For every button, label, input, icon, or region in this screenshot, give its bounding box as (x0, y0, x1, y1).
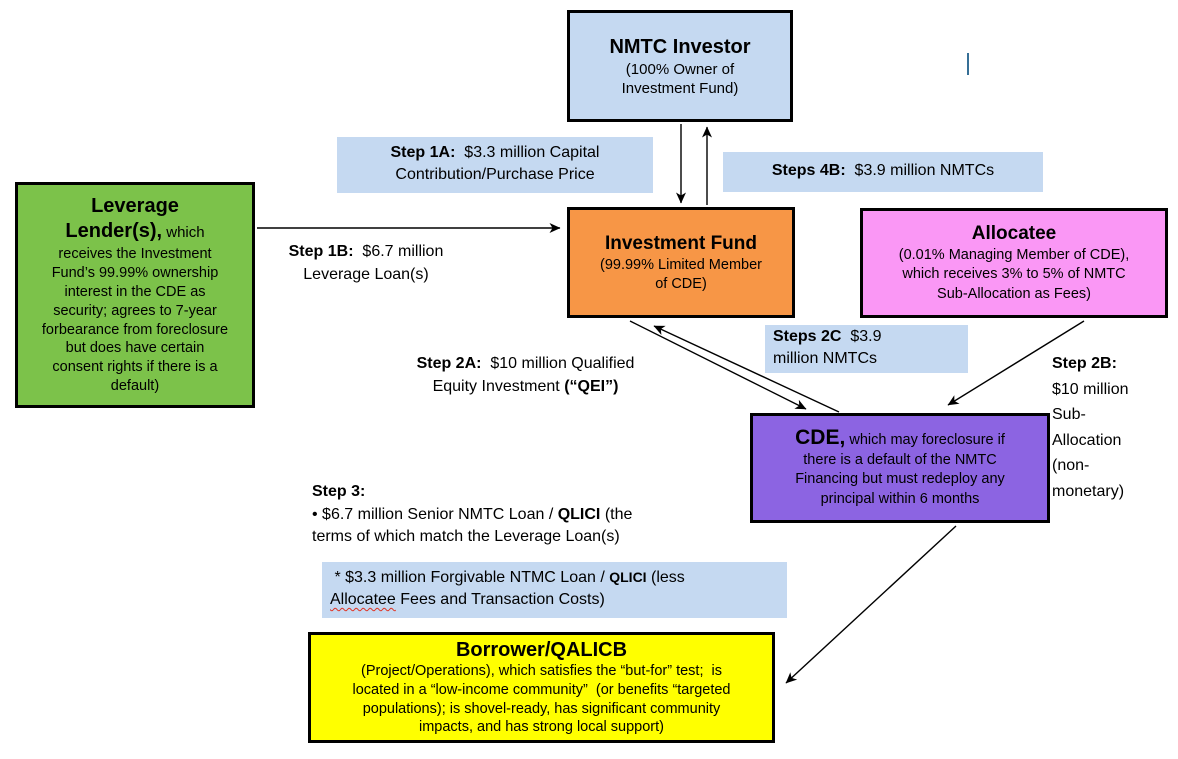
arrow-qlici-loans (785, 525, 957, 684)
nmtc-investor-body: (100% Owner of Investment Fund) (621, 60, 739, 98)
leverage-lender-title-line1: Leverage (91, 195, 179, 218)
allocatee-title: Allocatee (971, 222, 1057, 244)
investment-fund-title: Investment Fund (604, 233, 757, 254)
step-2a-label: Step 2A: $10 million Qualified Equity In… (416, 355, 635, 395)
step-3-label: Step 3: • $6.7 million Senior NMTC Loan … (312, 483, 633, 545)
leverage-lender-body: receives the Investment Fund’s 99.99% ow… (41, 246, 229, 394)
nmtc-investor-title: NMTC Investor (609, 35, 751, 58)
step-2b-label: Step 2B: $10 million Sub- Allocation (no… (1052, 355, 1129, 500)
investment-fund-body: (99.99% Limited Member of CDE) (600, 257, 762, 292)
cde-box: CDE, which may foreclosure if there is a… (750, 413, 1050, 523)
nmtc-investor-box: NMTC Investor (100% Owner of Investment … (567, 10, 793, 122)
cde-text: CDE, which may foreclosure if there is a… (795, 426, 1005, 507)
borrower-qalicb-body: (Project/Operations), which satisfies th… (352, 663, 731, 736)
investment-fund-box: Investment Fund (99.99% Limited Member o… (567, 207, 795, 318)
steps-4b-label: Steps 4B: $3.9 million NMTCs (723, 152, 1043, 192)
borrower-qalicb-box: Borrower/QALICB (Project/Operations), wh… (308, 632, 775, 743)
borrower-qalicb-title: Borrower/QALICB (455, 639, 628, 662)
allocatee-box: Allocatee (0.01% Managing Member of CDE)… (860, 208, 1168, 318)
leverage-lender-title-line2: Lender(s), which (65, 220, 205, 243)
leverage-lender-box: Leverage Lender(s), which receives the I… (15, 182, 255, 408)
allocatee-body: (0.01% Managing Member of CDE), which re… (898, 246, 1130, 302)
steps-2c-label: Steps 2C $3.9 million NMTCs (765, 325, 968, 373)
step-3-forgivable-loan-label: * $3.3 million Forgivable NTMC Loan / QL… (322, 562, 787, 618)
text-cursor-mark (967, 53, 969, 75)
step-1b-label: Step 1B: $6.7 million Leverage Loan(s) (288, 243, 444, 283)
step-1a-label: Step 1A: $3.3 million Capital Contributi… (337, 137, 653, 193)
